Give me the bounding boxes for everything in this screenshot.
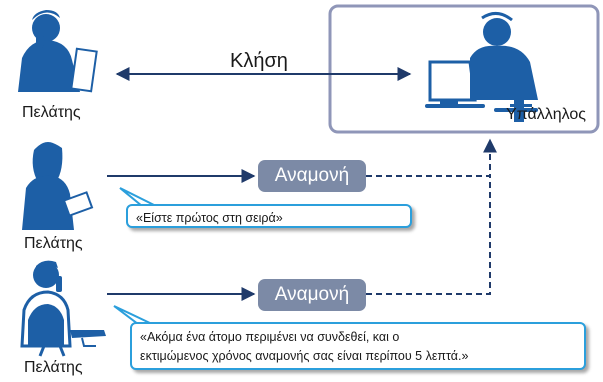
message-bubble-1: «Είστε πρώτος στη σειρά» [126,204,412,228]
dashed-connector-2 [366,176,491,295]
wait-box-2: Αναμονή [258,279,366,311]
call-label: Κλήση [230,50,288,72]
employee-label: Υπάλληλος [506,106,586,123]
customer-1-icon [18,10,98,93]
wait-box-1: Αναμονή [258,160,366,192]
dashed-connector-1 [366,138,497,177]
employee-icon [425,12,538,122]
customer-2-icon [22,142,94,230]
message-2-line-2: εκτιμώμενος χρόνος αναμονής σας είναι πε… [140,349,469,363]
customer-3-label: Πελάτης [24,359,83,376]
message-bubble-2: «Ακόμα ένα άτομο περιμένει να συνδεθεί, … [130,322,586,370]
customer-1-label: Πελάτης [22,104,81,121]
message-1-text: «Είστε πρώτος στη σειρά» [136,211,283,225]
customer-2-label: Πελάτης [24,235,83,252]
customer-3-icon [20,260,106,357]
message-2-line-1: «Ακόμα ένα άτομο περιμένει να συνδεθεί, … [140,330,400,344]
